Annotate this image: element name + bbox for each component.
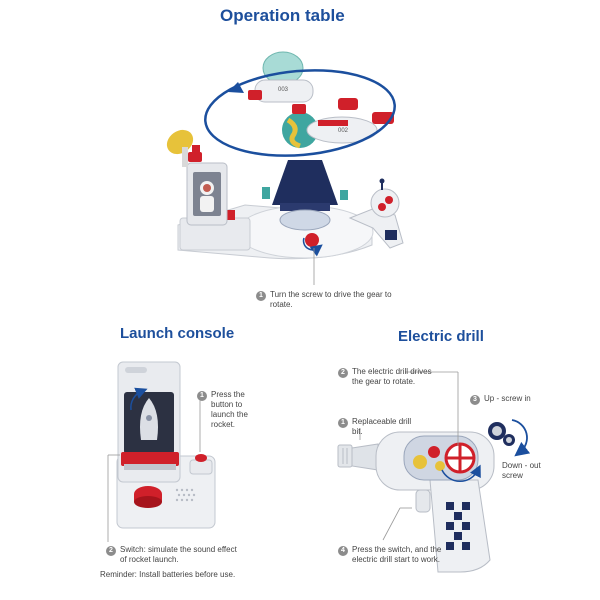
electric-drill-title: Electric drill: [398, 328, 484, 345]
launch-console-reminder: Reminder: Install batteries before use.: [100, 570, 236, 579]
screw-icon: [305, 233, 319, 247]
rocket-label: 003: [278, 87, 289, 93]
operation-table-note-1: Turn the screw to drive the gear to rota…: [270, 290, 392, 309]
launch-console-illustration: [107, 361, 216, 542]
callout-number: 2: [338, 368, 348, 378]
launch-console-title: Launch console: [120, 325, 235, 342]
electric-drill-note-down: Down - out screw: [502, 461, 541, 480]
callout-number: 2: [106, 546, 116, 556]
electric-drill-note-3: Up - screw in: [484, 394, 531, 403]
rocket-label: 002: [338, 128, 349, 134]
electric-drill-note-2: The electric drill drives the gear to ro…: [352, 367, 432, 386]
launch-console-note-2: Switch: simulate the sound effect of roc…: [120, 545, 237, 564]
electric-drill-illustration: [337, 371, 531, 573]
callout-number: 1: [338, 418, 348, 428]
electric-drill-note-1: Replaceable drill bit.: [352, 417, 412, 436]
launch-console-note-1: Press the button to launch the rocket.: [211, 390, 248, 429]
callout-number: 3: [470, 395, 480, 405]
callout-number: 1: [256, 291, 266, 301]
callout-number: 4: [338, 546, 348, 556]
operation-table-illustration: [166, 51, 404, 285]
electric-drill-note-4: Press the switch, and the electric drill…: [352, 545, 442, 564]
callout-number: 1: [197, 391, 207, 401]
operation-table-title: Operation table: [220, 6, 345, 25]
